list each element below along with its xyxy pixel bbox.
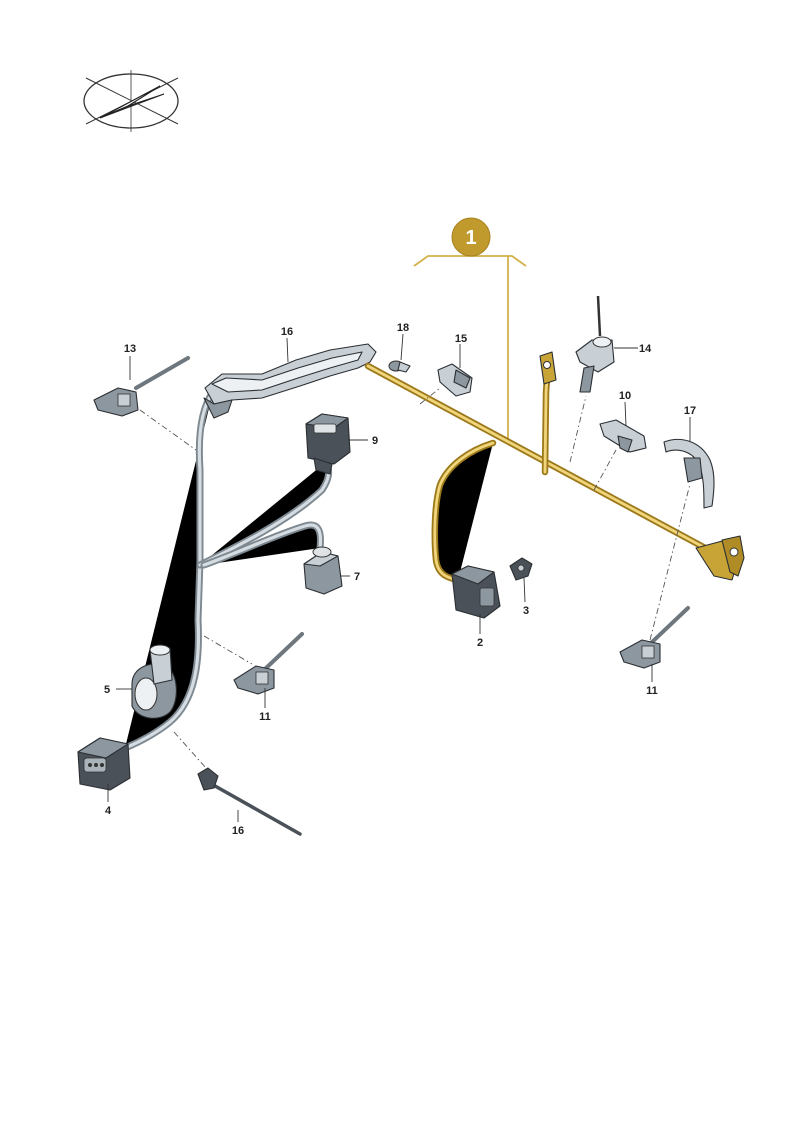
clip-part-3 (509, 557, 533, 581)
connector-part-7 (303, 546, 343, 595)
callout-4: 4 (105, 805, 112, 817)
clip-part-14 (437, 363, 473, 397)
bracket-part-13 (575, 295, 615, 393)
callout-11-left: 11 (259, 711, 271, 723)
assembly-lines (139, 387, 691, 769)
ring-terminal (539, 351, 557, 385)
callout-leaders (107, 333, 691, 822)
connector-part-4 (77, 737, 131, 791)
connector-part-2 (451, 565, 501, 619)
cable-tie-part-11-right (619, 606, 690, 669)
callout-16: 16 (281, 326, 293, 338)
connector-part-9 (305, 413, 351, 475)
bracket-part-17 (663, 438, 715, 509)
bolt-part-18 (388, 360, 411, 373)
callout-18: 18 (397, 322, 409, 334)
callout-14: 15 (455, 333, 467, 345)
callout-9: 9 (372, 435, 378, 447)
clip-part-10 (599, 419, 647, 453)
callout-12: 13 (124, 343, 136, 355)
orientation-arrow-icon (83, 70, 179, 132)
main-badge-label: 1 (465, 227, 476, 249)
callout-15: 16 (232, 825, 244, 837)
cable-tie-part-11-left (233, 632, 304, 695)
yellow-wire-paths (368, 366, 720, 580)
callout-3: 3 (523, 605, 529, 617)
callout-17: 17 (684, 405, 696, 417)
callout-2: 2 (477, 637, 483, 649)
conduit-bracket-part-16 (203, 343, 377, 419)
callout-13: 14 (639, 343, 652, 355)
main-part-badge: 1 (413, 217, 527, 440)
callout-11-right: 11 (646, 685, 658, 697)
cable-tie-part-12 (93, 356, 190, 417)
cable-tie-part-15 (197, 767, 302, 836)
grommet-part-5 (131, 644, 177, 719)
callout-7: 7 (354, 571, 360, 583)
callout-labels: 13 16 18 15 14 10 17 9 7 3 2 5 11 11 4 1… (104, 322, 696, 837)
ground-terminal-end (695, 535, 745, 581)
callout-5: 5 (104, 684, 110, 696)
callout-10: 10 (619, 390, 631, 402)
